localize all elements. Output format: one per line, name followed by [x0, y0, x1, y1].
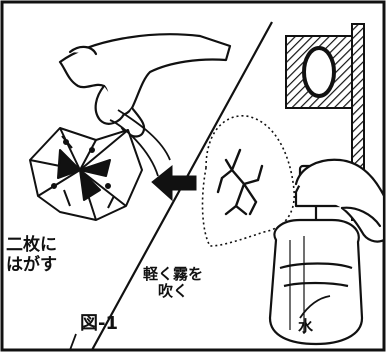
water-pointer	[299, 295, 331, 319]
label-light-mist: 軽く霧を 吹く	[143, 265, 204, 301]
figure-caption: 図-1	[80, 313, 118, 334]
holding-hand	[294, 158, 386, 243]
label-water: 水	[298, 317, 314, 335]
figure-tick	[69, 333, 77, 351]
arrow-icon	[151, 164, 197, 202]
folded-sheets	[29, 109, 171, 221]
label-peel-apart: 二枚に はがす	[6, 235, 57, 275]
wall-box	[285, 23, 365, 221]
mist-spray	[201, 115, 295, 247]
peeling-hand	[58, 33, 232, 138]
